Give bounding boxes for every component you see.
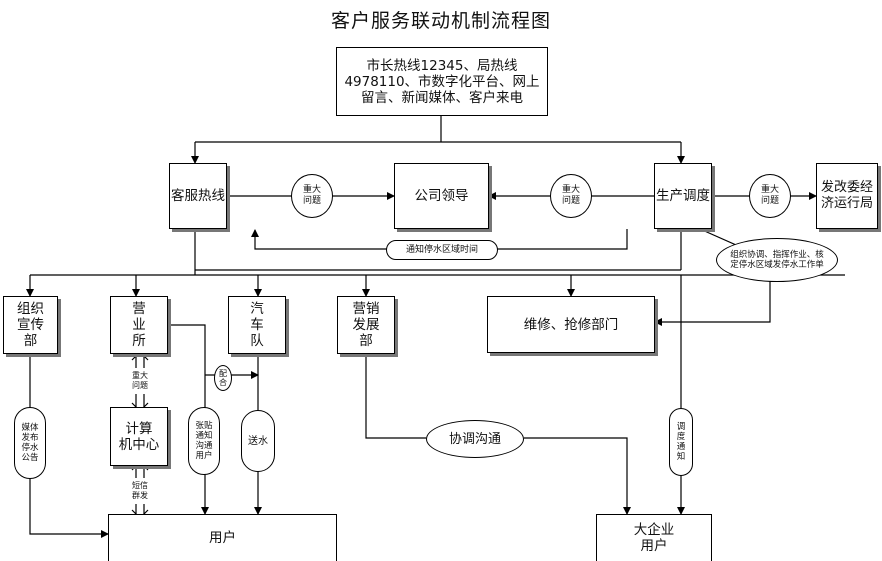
dispatch-notice-label: 调 度 通 知	[669, 408, 693, 476]
org-dept-box: 组织 宣传 部	[3, 296, 58, 354]
info-source-text: 市长热线12345、局热线4978110、市数字化平台、网上留言、新闻媒体、客户…	[344, 57, 540, 106]
ndrc-box: 发改委经济运行局	[816, 163, 878, 229]
dispatch-text: 生产调度	[656, 188, 710, 204]
user-box: 用户	[108, 514, 337, 561]
post-notice-label: 张贴 通知 沟通 用户	[188, 407, 220, 475]
user-text: 用户	[209, 530, 236, 546]
major-issue-mid-label: 重大 问题	[550, 174, 592, 218]
fleet-text: 汽 车 队	[250, 301, 264, 349]
big-user-box: 大企业 用户	[596, 514, 712, 561]
business-office-box: 营 业 所	[110, 296, 168, 354]
hotline-text: 客服热线	[171, 188, 225, 204]
org-dept-text: 组织 宣传 部	[17, 301, 44, 349]
repair-box: 维修、抢修部门	[487, 296, 655, 353]
info-source-box: 市长热线12345、局热线4978110、市数字化平台、网上留言、新闻媒体、客户…	[336, 47, 548, 116]
ndrc-text: 发改委经济运行局	[820, 180, 873, 211]
dispatch-box: 生产调度	[654, 163, 712, 229]
hotline-box: 客服热线	[169, 163, 227, 229]
deliver-water-label: 送水	[241, 410, 275, 472]
computer-center-box: 计算 机中心	[110, 407, 168, 466]
notify-time-label: 通知停水区域时间	[386, 240, 498, 260]
major-issue-vertical-label: 重大 问题	[124, 368, 156, 394]
business-office-text: 营 业 所	[132, 301, 146, 349]
major-issue-right-label: 重大 问题	[749, 174, 791, 218]
coordinate-comm-label: 协调沟通	[426, 420, 524, 458]
repair-text: 维修、抢修部门	[523, 316, 619, 333]
big-user-text: 大企业 用户	[633, 522, 675, 554]
sms-label: 短信 群发	[124, 478, 156, 504]
fleet-box: 汽 车 队	[228, 296, 286, 354]
marketing-box: 营销 发展 部	[337, 296, 395, 354]
leader-text: 公司领导	[414, 188, 469, 204]
leader-box: 公司领导	[394, 163, 489, 229]
major-issue-left-label: 重大 问题	[291, 174, 333, 218]
cooperate-label: 配 合	[214, 365, 232, 391]
diagram-title: 客户服务联动机制流程图	[330, 10, 551, 32]
marketing-text: 营销 发展 部	[352, 301, 380, 349]
computer-center-text: 计算 机中心	[118, 420, 160, 453]
media-label: 媒体 发布 停水 公告	[14, 407, 46, 479]
coordinate-label: 组织协调、指挥作业、核定停水区域发停水工作单	[716, 238, 838, 282]
